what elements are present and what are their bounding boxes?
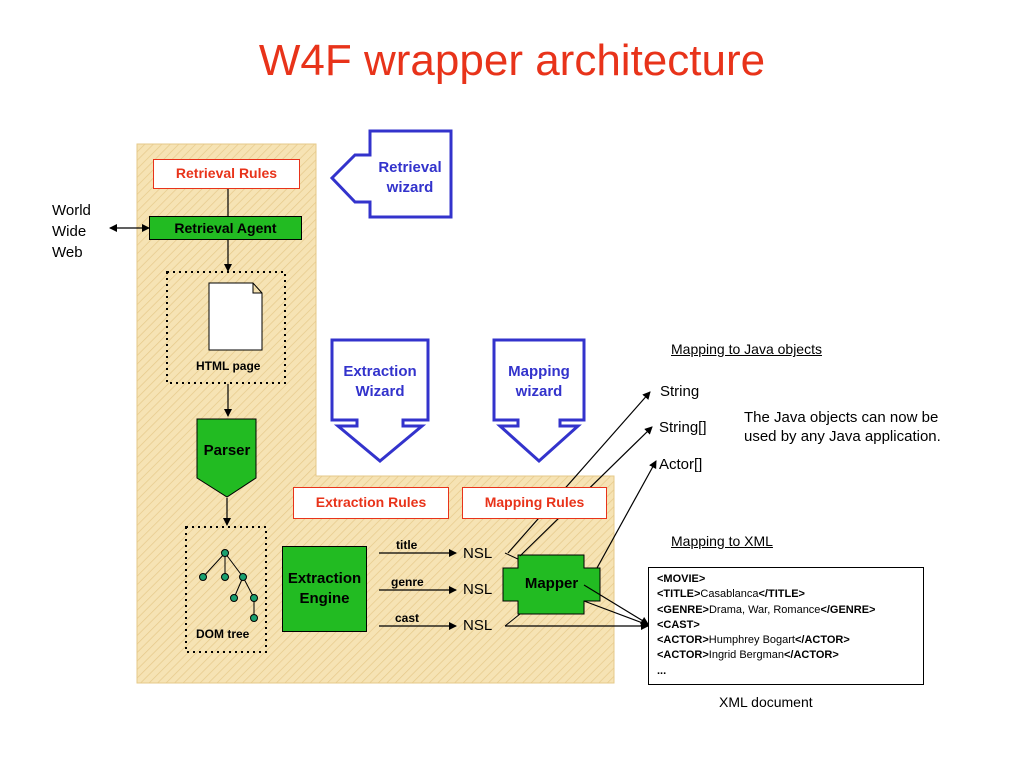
xml-line: <MOVIE> (657, 573, 706, 585)
java-type-actor-array: Actor[] (659, 456, 703, 473)
field-label-title: title (396, 538, 418, 552)
mapper-shape (502, 554, 601, 615)
page-title: W4F wrapper architecture (258, 36, 766, 85)
mapping-wizard-line-2: wizard (515, 383, 563, 400)
retrieval-wizard-label: Retrieval wizard (370, 158, 450, 198)
field-label-cast: cast (395, 611, 420, 625)
html-page-container (166, 271, 286, 384)
xml-line: <ACTOR>Humphrey Bogart</ACTOR> (657, 634, 850, 647)
mapping-wizard-arrow (492, 338, 586, 464)
xml-line: <CAST> (657, 618, 700, 631)
xml-document-box: <MOVIE> <TITLE>Casablanca</TITLE> <GENRE… (648, 567, 924, 685)
tree-icon (199, 549, 258, 622)
nsl-label-genre: NSL (463, 581, 493, 598)
xml-heading: Mapping to XML (671, 533, 773, 549)
arrow-to-actor-array (596, 460, 657, 569)
java-note-line-2: used by any Java application. (744, 428, 941, 445)
field-label-genre: genre (391, 575, 424, 589)
nsl-label-title: NSL (463, 545, 493, 562)
document-icon (208, 282, 263, 351)
retrieval-wizard-line-2: wizard (386, 179, 434, 196)
xml-line: <ACTOR>Ingrid Bergman</ACTOR> (657, 649, 839, 662)
extraction-wizard-line-2: Wizard (355, 383, 405, 400)
mapping-wizard-label: Mapping wizard (494, 362, 584, 402)
nsl-label-cast: NSL (463, 617, 493, 634)
extraction-wizard-line-1: Extraction (343, 363, 417, 380)
xml-line: <GENRE>Drama, War, Romance</GENRE> (657, 603, 876, 616)
www-label: World Wide Web (52, 200, 91, 263)
retrieval-rules-box: Retrieval Rules (153, 159, 300, 189)
extraction-engine-line-2: Engine (299, 590, 350, 607)
dom-tree-label: DOM tree (196, 627, 250, 641)
java-heading: Mapping to Java objects (671, 341, 822, 357)
extraction-rules-box: Extraction Rules (293, 487, 449, 519)
mapping-rules-box: Mapping Rules (462, 487, 607, 519)
xml-line: ... (657, 664, 667, 677)
mapping-wizard-line-1: Mapping (508, 363, 570, 380)
arrow-to-string (507, 391, 651, 554)
parser-label: Parser (203, 442, 251, 459)
arrow-to-xml-1 (583, 584, 649, 625)
java-note-line-1: The Java objects can now be (744, 409, 939, 426)
xml-caption: XML document (719, 694, 813, 710)
java-type-string-array: String[] (659, 419, 707, 436)
java-note: The Java objects can now be used by any … (744, 408, 941, 446)
wrapper-region (136, 143, 615, 684)
java-type-string: String (660, 383, 700, 400)
www-line-2: Wide (52, 223, 87, 240)
retrieval-agent-box: Retrieval Agent (149, 216, 302, 240)
arrow-to-xml-2 (583, 600, 649, 627)
retrieval-wizard-line-1: Retrieval (378, 159, 442, 176)
extraction-wizard-label: Extraction Wizard (332, 362, 428, 402)
extraction-engine-box: Extraction Engine (282, 546, 367, 632)
www-line-3: Web (52, 244, 83, 261)
retrieval-wizard-arrow (329, 129, 453, 219)
extraction-wizard-arrow (330, 338, 430, 463)
www-line-1: World (52, 202, 91, 219)
xml-line: <TITLE>Casablanca</TITLE> (657, 588, 805, 601)
extraction-engine-line-1: Extraction (287, 570, 362, 587)
mapper-label: Mapper (524, 575, 579, 592)
parser-shape (196, 418, 257, 498)
html-page-label: HTML page (196, 359, 261, 373)
